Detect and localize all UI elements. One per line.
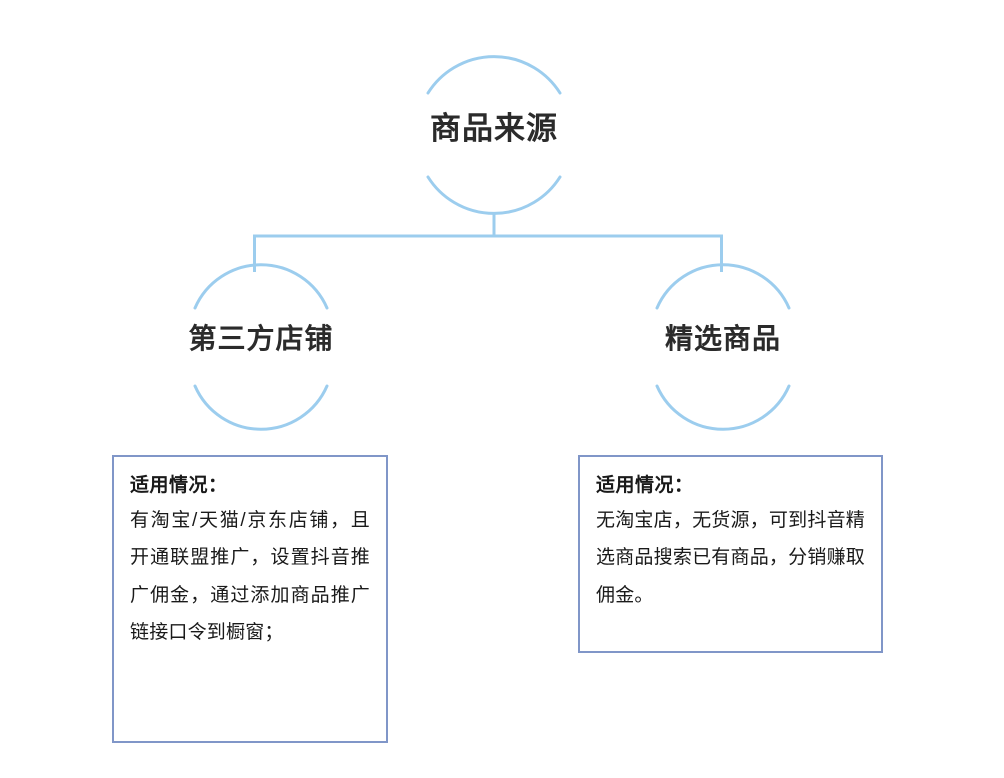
root-node-label: 商品来源 xyxy=(430,111,558,146)
root-node-arc-top xyxy=(426,55,562,95)
info-box-body-right: 无淘宝店，无货源，可到抖音精选商品搜索已有商品，分销赚取佣金。 xyxy=(596,510,865,606)
branch-node-featured-products: 精选商品 xyxy=(573,325,873,353)
right-branch-arc-top xyxy=(655,263,791,310)
info-box-body-left: 有淘宝/天猫/京东店铺，且开通联盟推广，设置抖音推广佣金，通过添加商品推广链接口… xyxy=(130,510,370,643)
branch-node-label-right: 精选商品 xyxy=(664,323,781,354)
left-branch-arc-top xyxy=(193,263,329,310)
info-box-third-party-store: 适用情况： 有淘宝/天猫/京东店铺，且开通联盟推广，设置抖音推广佣金，通过添加商… xyxy=(112,455,388,743)
info-box-featured-products: 适用情况： 无淘宝店，无货源，可到抖音精选商品搜索已有商品，分销赚取佣金。 xyxy=(578,455,883,653)
info-box-heading-left: 适用情况： xyxy=(130,475,228,496)
branch-node-third-party-store: 第三方店铺 xyxy=(111,325,411,353)
left-branch-arc-bottom xyxy=(193,384,329,431)
branch-node-label-left: 第三方店铺 xyxy=(188,323,334,354)
info-box-heading-right: 适用情况： xyxy=(596,475,694,496)
root-node: 商品来源 xyxy=(344,113,644,144)
root-node-arc-bottom xyxy=(426,175,562,215)
right-branch-arc-bottom xyxy=(655,384,791,431)
